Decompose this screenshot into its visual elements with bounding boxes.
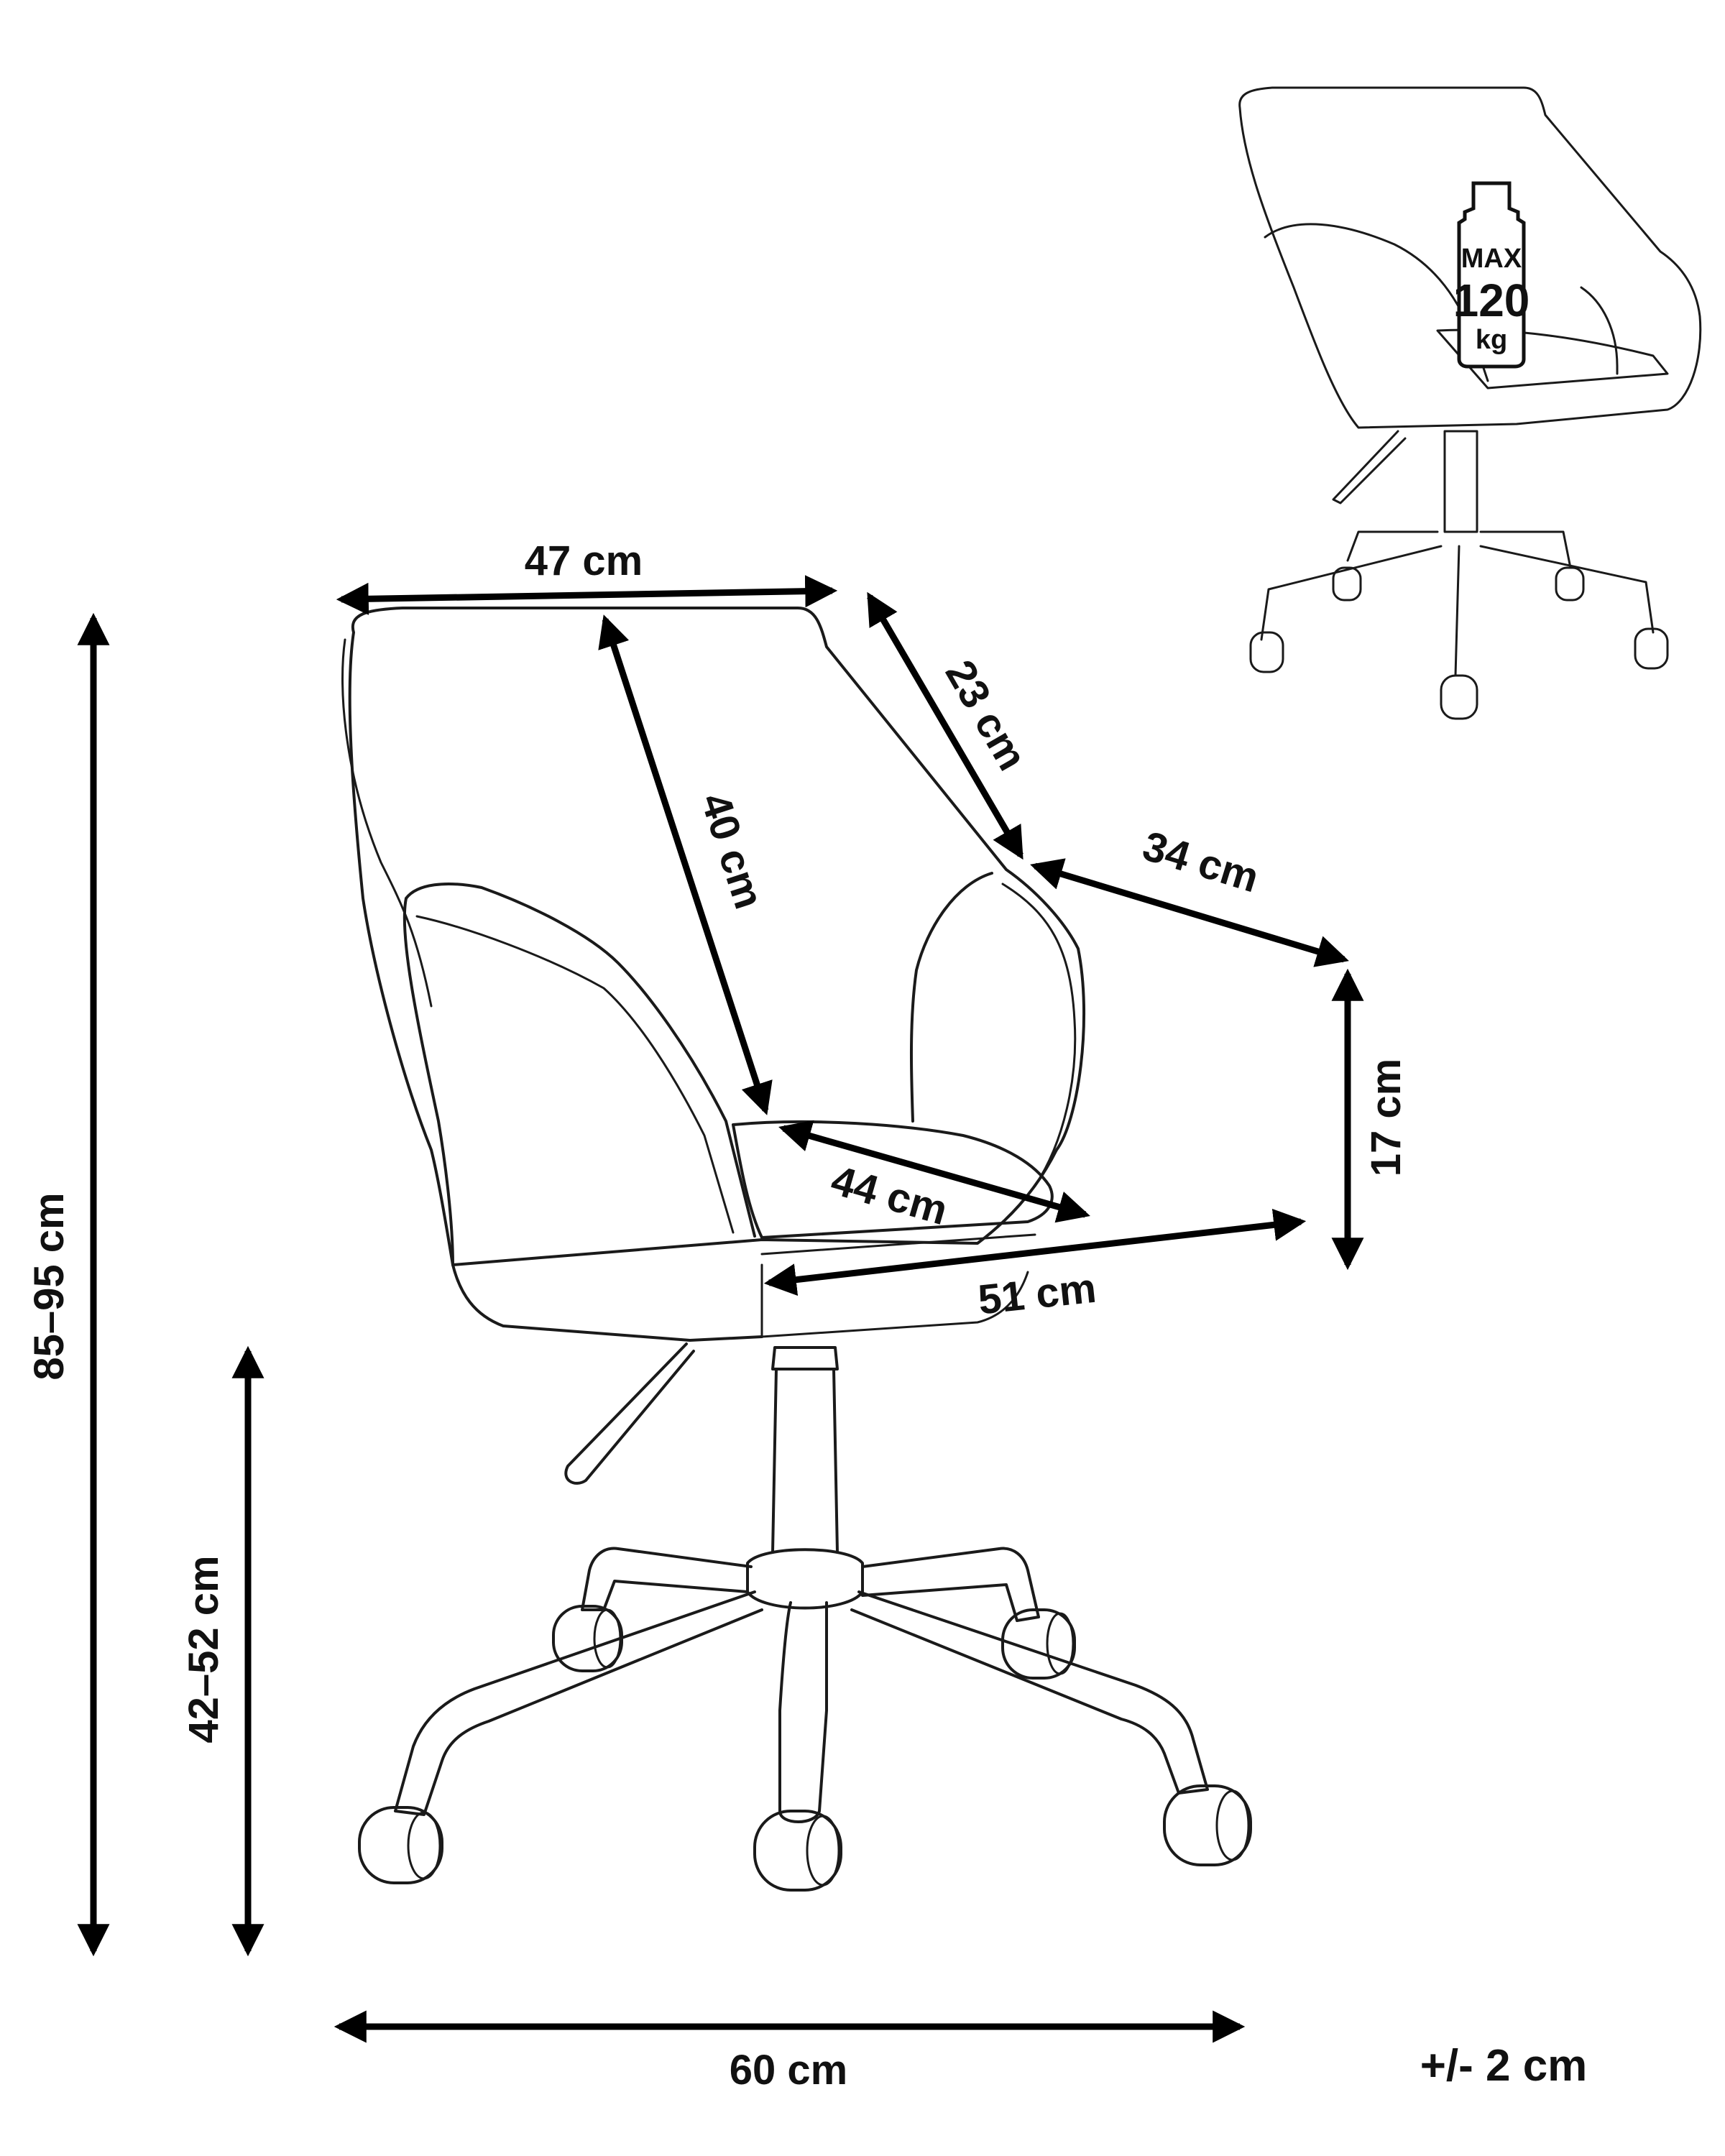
armrest-piping [415, 915, 735, 1234]
arrow-seat-width [763, 1208, 1307, 1296]
dimension-labels: 47 cm 23 cm 40 cm 34 cm 17 cm 44 cm 51 c… [26, 538, 1587, 2093]
label-seat-height: 42–52 cm [180, 1555, 227, 1743]
label-total-height: 85–95 cm [26, 1192, 73, 1380]
thumb-cylinder [1443, 430, 1478, 533]
thumb-base [1260, 530, 1655, 677]
max-load-unit: kg [1476, 325, 1507, 355]
label-backrest-height: 40 cm [691, 788, 773, 915]
arrow-backrest-width [336, 575, 838, 615]
max-load-weight-icon: MAX 120 kg [1453, 181, 1530, 369]
arrow-seat-depth [778, 1120, 1090, 1223]
chair-right-armrest [909, 872, 993, 1123]
base-hub [746, 1548, 864, 1610]
arrow-armrest-depth [1030, 858, 1349, 967]
right-armrest-piping [1001, 883, 1077, 1187]
thumb-backrest [1238, 86, 1702, 429]
height-adjust-lever [564, 1342, 695, 1485]
caster-right [1163, 1784, 1252, 1866]
label-armrest-height: 17 cm [1363, 1059, 1409, 1176]
max-load-value: 120 [1453, 275, 1530, 326]
label-backrest-width: 47 cm [525, 538, 643, 584]
base-leg-back-left [581, 1547, 753, 1611]
max-load-label: MAX [1461, 244, 1522, 274]
thumbnail-chair-drawing [1238, 86, 1702, 720]
arrow-backrest-side [867, 591, 1024, 860]
base-leg-front-right [850, 1590, 1209, 1795]
label-base-width: 60 cm [730, 2047, 847, 2093]
main-chair-drawing [341, 607, 1252, 1892]
base-leg-front [778, 1601, 829, 1823]
caster-left [358, 1806, 443, 1884]
thumb-armrest-right [1580, 286, 1619, 375]
chair-left-armrest [402, 883, 756, 1266]
label-tolerance: +/- 2 cm [1420, 2041, 1588, 2091]
label-backrest-side: 23 cm [937, 653, 1036, 778]
thumb-lever [1332, 430, 1407, 505]
label-armrest-depth: 34 cm [1138, 822, 1264, 901]
label-seat-width: 51 cm [976, 1265, 1098, 1324]
arrow-backrest-height [598, 614, 773, 1115]
gas-lift-cylinder [771, 1346, 839, 1554]
caster-back-left [552, 1605, 623, 1672]
dimension-arrows [77, 575, 1364, 2043]
caster-front [753, 1810, 842, 1892]
base-leg-front-left [394, 1590, 763, 1816]
seat-underside [451, 1263, 763, 1342]
caster-back-right [1001, 1608, 1076, 1680]
backrest-inner-left [341, 638, 433, 1008]
base-leg-back-right [861, 1547, 1040, 1622]
